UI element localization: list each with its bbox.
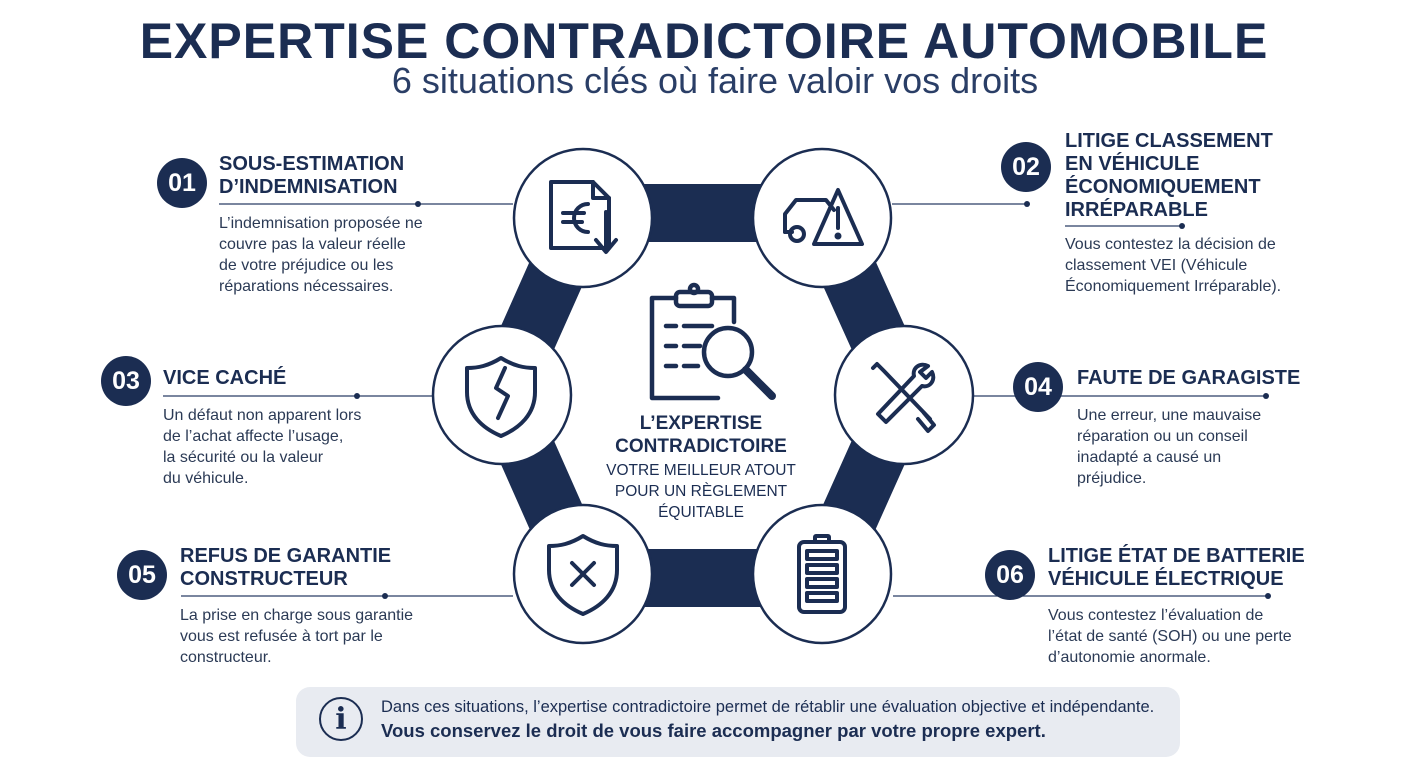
node-circle-04 bbox=[833, 324, 975, 466]
situation-03-title: VICE CACHÉ bbox=[163, 367, 287, 389]
info-banner-line-1: Dans ces situations, l’expertise contrad… bbox=[381, 698, 1155, 716]
info-icon: i bbox=[319, 697, 363, 741]
situation-04-title: FAUTE DE GARAGISTE bbox=[1077, 367, 1301, 389]
clipboard-magnifier-icon bbox=[649, 282, 776, 401]
info-banner bbox=[296, 687, 1180, 757]
number-badge-02: 02 bbox=[1001, 142, 1051, 192]
wrench-screwdriver-icon bbox=[871, 362, 936, 433]
node-circle-02 bbox=[751, 147, 893, 289]
number-badge-01: 01 bbox=[157, 158, 207, 208]
number-badge-03: 03 bbox=[101, 356, 151, 406]
center-title: L’EXPERTISE CONTRADICTOIRE bbox=[615, 413, 787, 457]
situation-02-description: Vous contestez la décision de classement… bbox=[1065, 236, 1282, 295]
info-banner-line-2: Vous conservez le droit de vous faire ac… bbox=[381, 720, 1046, 741]
page-title: EXPERTISE CONTRADICTOIRE AUTOMOBILE bbox=[139, 13, 1269, 69]
connector-dots bbox=[354, 201, 1271, 599]
center-subtitle: VOTRE MEILLEUR ATOUT POUR UN RÈGLEMENT É… bbox=[606, 462, 796, 521]
situation-03-description: Un défaut non apparent lors de l’achat a… bbox=[163, 407, 362, 487]
battery-icon bbox=[797, 534, 847, 614]
shield-x-icon bbox=[547, 534, 619, 616]
euro-document-icon bbox=[549, 180, 618, 254]
number-badge-06: 06 bbox=[985, 550, 1035, 600]
situation-01-title: SOUS-ESTIMATION D’INDEMNISATION bbox=[219, 153, 405, 198]
node-circle-01 bbox=[512, 147, 654, 289]
situation-05-description: La prise en charge sous garantie vous es… bbox=[180, 607, 414, 666]
car-warning-icon bbox=[783, 188, 864, 246]
situation-05-title: REFUS DE GARANTIE CONSTRUCTEUR bbox=[180, 545, 392, 590]
situation-04-description: Une erreur, une mauvaise réparation ou u… bbox=[1077, 407, 1262, 487]
number-badge-04: 04 bbox=[1013, 362, 1063, 412]
node-circle-03 bbox=[431, 324, 573, 466]
page-subtitle: 6 situations clés où faire valoir vos dr… bbox=[391, 60, 1039, 101]
number-badge-05: 05 bbox=[117, 550, 167, 600]
situation-02-title: LITIGE CLASSEMENT EN VÉHICULE ÉCONOMIQUE… bbox=[1065, 130, 1273, 221]
situation-06-description: Vous contestez l’évaluation de l’état de… bbox=[1048, 607, 1292, 666]
cracked-shield-icon bbox=[465, 356, 537, 438]
situation-01-description: L’indemnisation proposée ne couvre pas l… bbox=[219, 215, 423, 295]
situation-06-title: LITIGE ÉTAT DE BATTERIE VÉHICULE ÉLECTRI… bbox=[1048, 545, 1305, 590]
